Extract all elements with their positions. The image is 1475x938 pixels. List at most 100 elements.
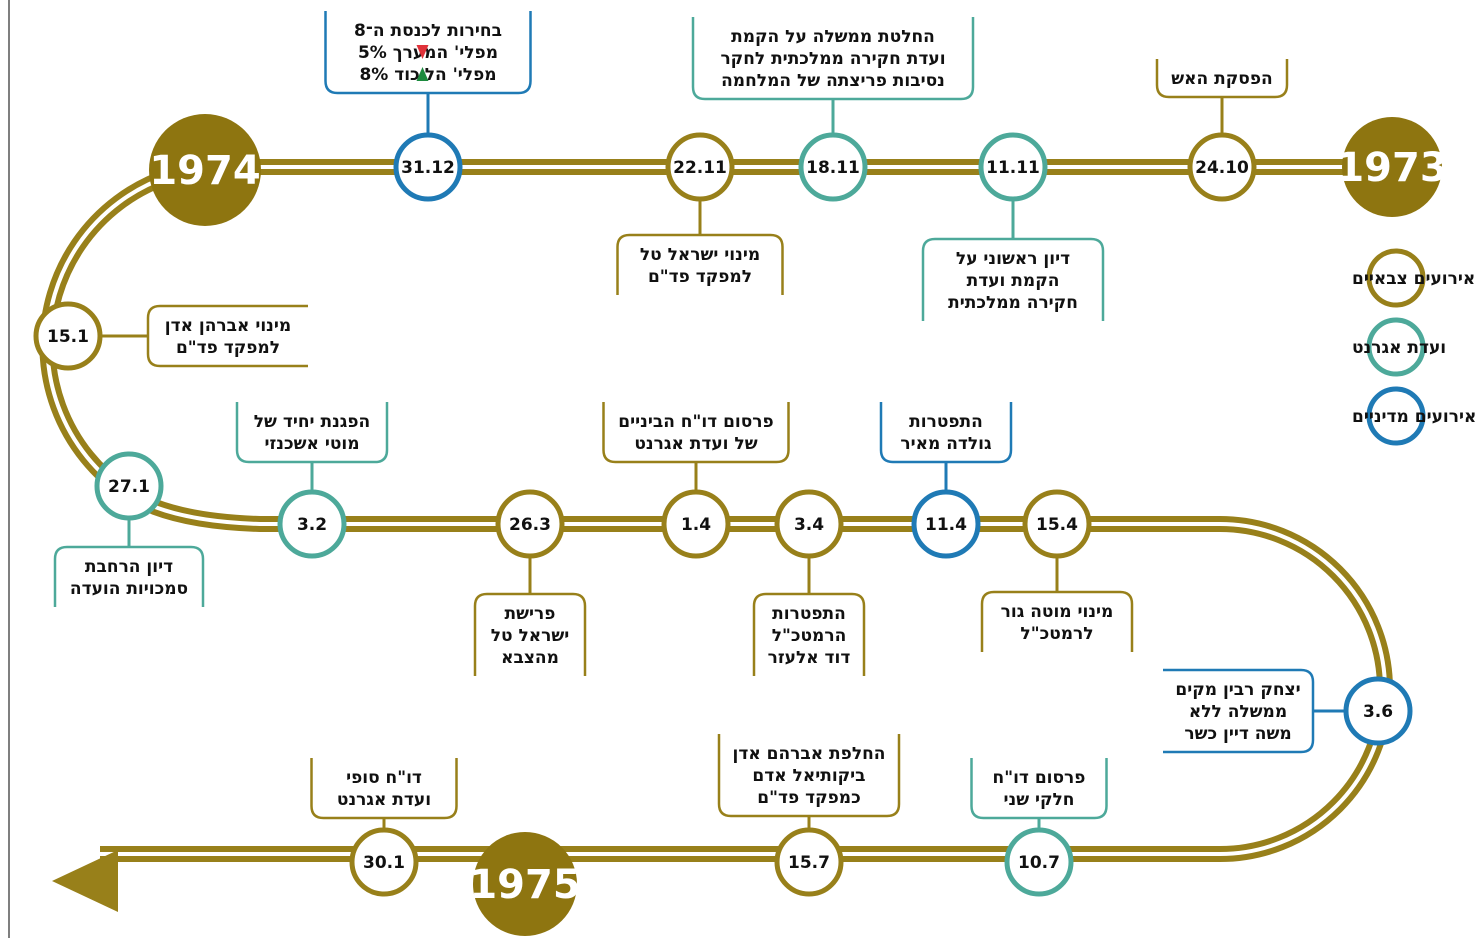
arrow-down-icon	[416, 45, 429, 59]
event-label-line: ביקותיאל אדם	[752, 766, 865, 786]
event-label-line: הרמטכ"ל	[772, 626, 847, 646]
event-node	[774, 489, 844, 559]
event-date: 31.12	[401, 158, 455, 178]
event-label-line: הפסקת האש	[1171, 69, 1272, 89]
event-node	[1343, 676, 1413, 746]
legend-label: אירועים מדיניים	[1352, 407, 1475, 427]
label-frame	[879, 402, 1013, 464]
label-frame	[1155, 59, 1289, 99]
event-date: 15.7	[788, 853, 830, 873]
event-date: 15.4	[1036, 515, 1078, 535]
event-label-line: ועדת אגרנט	[337, 790, 431, 810]
event-label-line: מינוי ישראל טל	[640, 245, 760, 265]
event-label-line: בחירות לכנסת ה־8	[354, 21, 502, 41]
label-frame	[980, 590, 1134, 652]
legend: אירועים צבאיים ועדת אגרנט אירועים מדיניים	[1352, 248, 1475, 446]
label-frame	[616, 233, 784, 295]
event-label-line: פרישת	[505, 604, 556, 624]
event-label-line: לרמטכ"ל	[1020, 624, 1093, 644]
event-label-line: פרסום דו"ח הביניים	[618, 412, 773, 432]
legend-item-military: אירועים צבאיים	[1352, 248, 1475, 308]
event-node	[495, 489, 565, 559]
event-label-line: התפטרות	[909, 412, 983, 432]
event-label-line: ישראל טל	[491, 626, 570, 646]
event-24-10: הפסקת האש 24.10	[1155, 59, 1289, 202]
year-label-1973: 1973	[1336, 145, 1447, 191]
label-frame	[752, 592, 866, 676]
label-frame	[310, 758, 458, 820]
event-node	[33, 301, 103, 371]
event-label-line: מינוי מוטה גור	[1001, 602, 1114, 622]
event-node	[1004, 827, 1074, 897]
event-label-line: מוטי אשכנזי	[264, 434, 359, 454]
event-node	[798, 132, 868, 202]
legend-item-political: אירועים מדיניים	[1352, 386, 1475, 446]
event-label-line: ועדת חקירה ממלכתית לחקר	[720, 49, 945, 69]
label-frame	[602, 402, 790, 464]
year-label-1974: 1974	[149, 148, 260, 194]
event-label-line: דו"ח סופי	[346, 768, 422, 788]
event-label-line: של ועדת אגרנט	[634, 434, 757, 454]
event-date: 22.11	[673, 158, 727, 178]
event-date: 26.3	[509, 515, 551, 535]
timeline-arrowhead	[52, 850, 118, 912]
label-frame	[235, 402, 389, 464]
year-1973: 1973	[1336, 117, 1448, 217]
event-date: 18.11	[806, 158, 860, 178]
event-date: 24.10	[1195, 158, 1249, 178]
event-node	[277, 489, 347, 559]
label-frame	[691, 17, 975, 101]
event-label-line: משה דיין כשר	[1184, 724, 1291, 744]
legend-item-agranat: ועדת אגרנט	[1352, 317, 1446, 377]
event-label-line: החלטת ממשלה על הקמת	[731, 27, 935, 47]
event-label-line: סמכויות הועדה	[70, 579, 188, 599]
event-label-line: חקירה ממלכתית	[948, 293, 1078, 313]
event-date: 27.1	[108, 477, 150, 497]
event-label-line: ממשלה ללא	[1189, 702, 1287, 722]
event-node	[661, 489, 731, 559]
label-frame	[473, 592, 587, 676]
event-node	[94, 451, 164, 521]
year-label-1975: 1975	[469, 862, 580, 908]
event-label-line: נסיבות פריצתה של המלחמה	[721, 71, 945, 91]
event-node	[978, 132, 1048, 202]
event-node	[911, 489, 981, 559]
arrow-up-icon	[416, 67, 429, 81]
event-label-line: למפקד פד"ם	[648, 267, 752, 287]
label-frame	[324, 11, 532, 95]
event-date: 11.11	[986, 158, 1040, 178]
label-frame	[1163, 668, 1315, 754]
event-date: 3.6	[1363, 702, 1393, 722]
event-label-line: כמפקד פד"ם	[757, 788, 860, 808]
event-label-line: דיון הרחבת	[85, 557, 173, 577]
event-label-line: הקמת ועדת	[967, 271, 1060, 291]
event-label-line: למפקד פד"ם	[176, 338, 280, 358]
event-label-line: דוד אלעזר	[768, 648, 851, 668]
event-label-line: מינוי אברהן אדן	[165, 316, 291, 336]
event-node	[349, 827, 419, 897]
legend-swatch	[1366, 248, 1426, 308]
event-date: 10.7	[1018, 853, 1060, 873]
label-frame	[970, 758, 1108, 820]
event-date: 3.4	[794, 515, 824, 535]
year-1975: 1975	[469, 832, 581, 936]
event-date: 30.1	[363, 853, 405, 873]
event-date: 11.4	[925, 515, 967, 535]
event-label-line: החלפת אברהם אדן	[733, 744, 886, 764]
event-node	[665, 132, 735, 202]
